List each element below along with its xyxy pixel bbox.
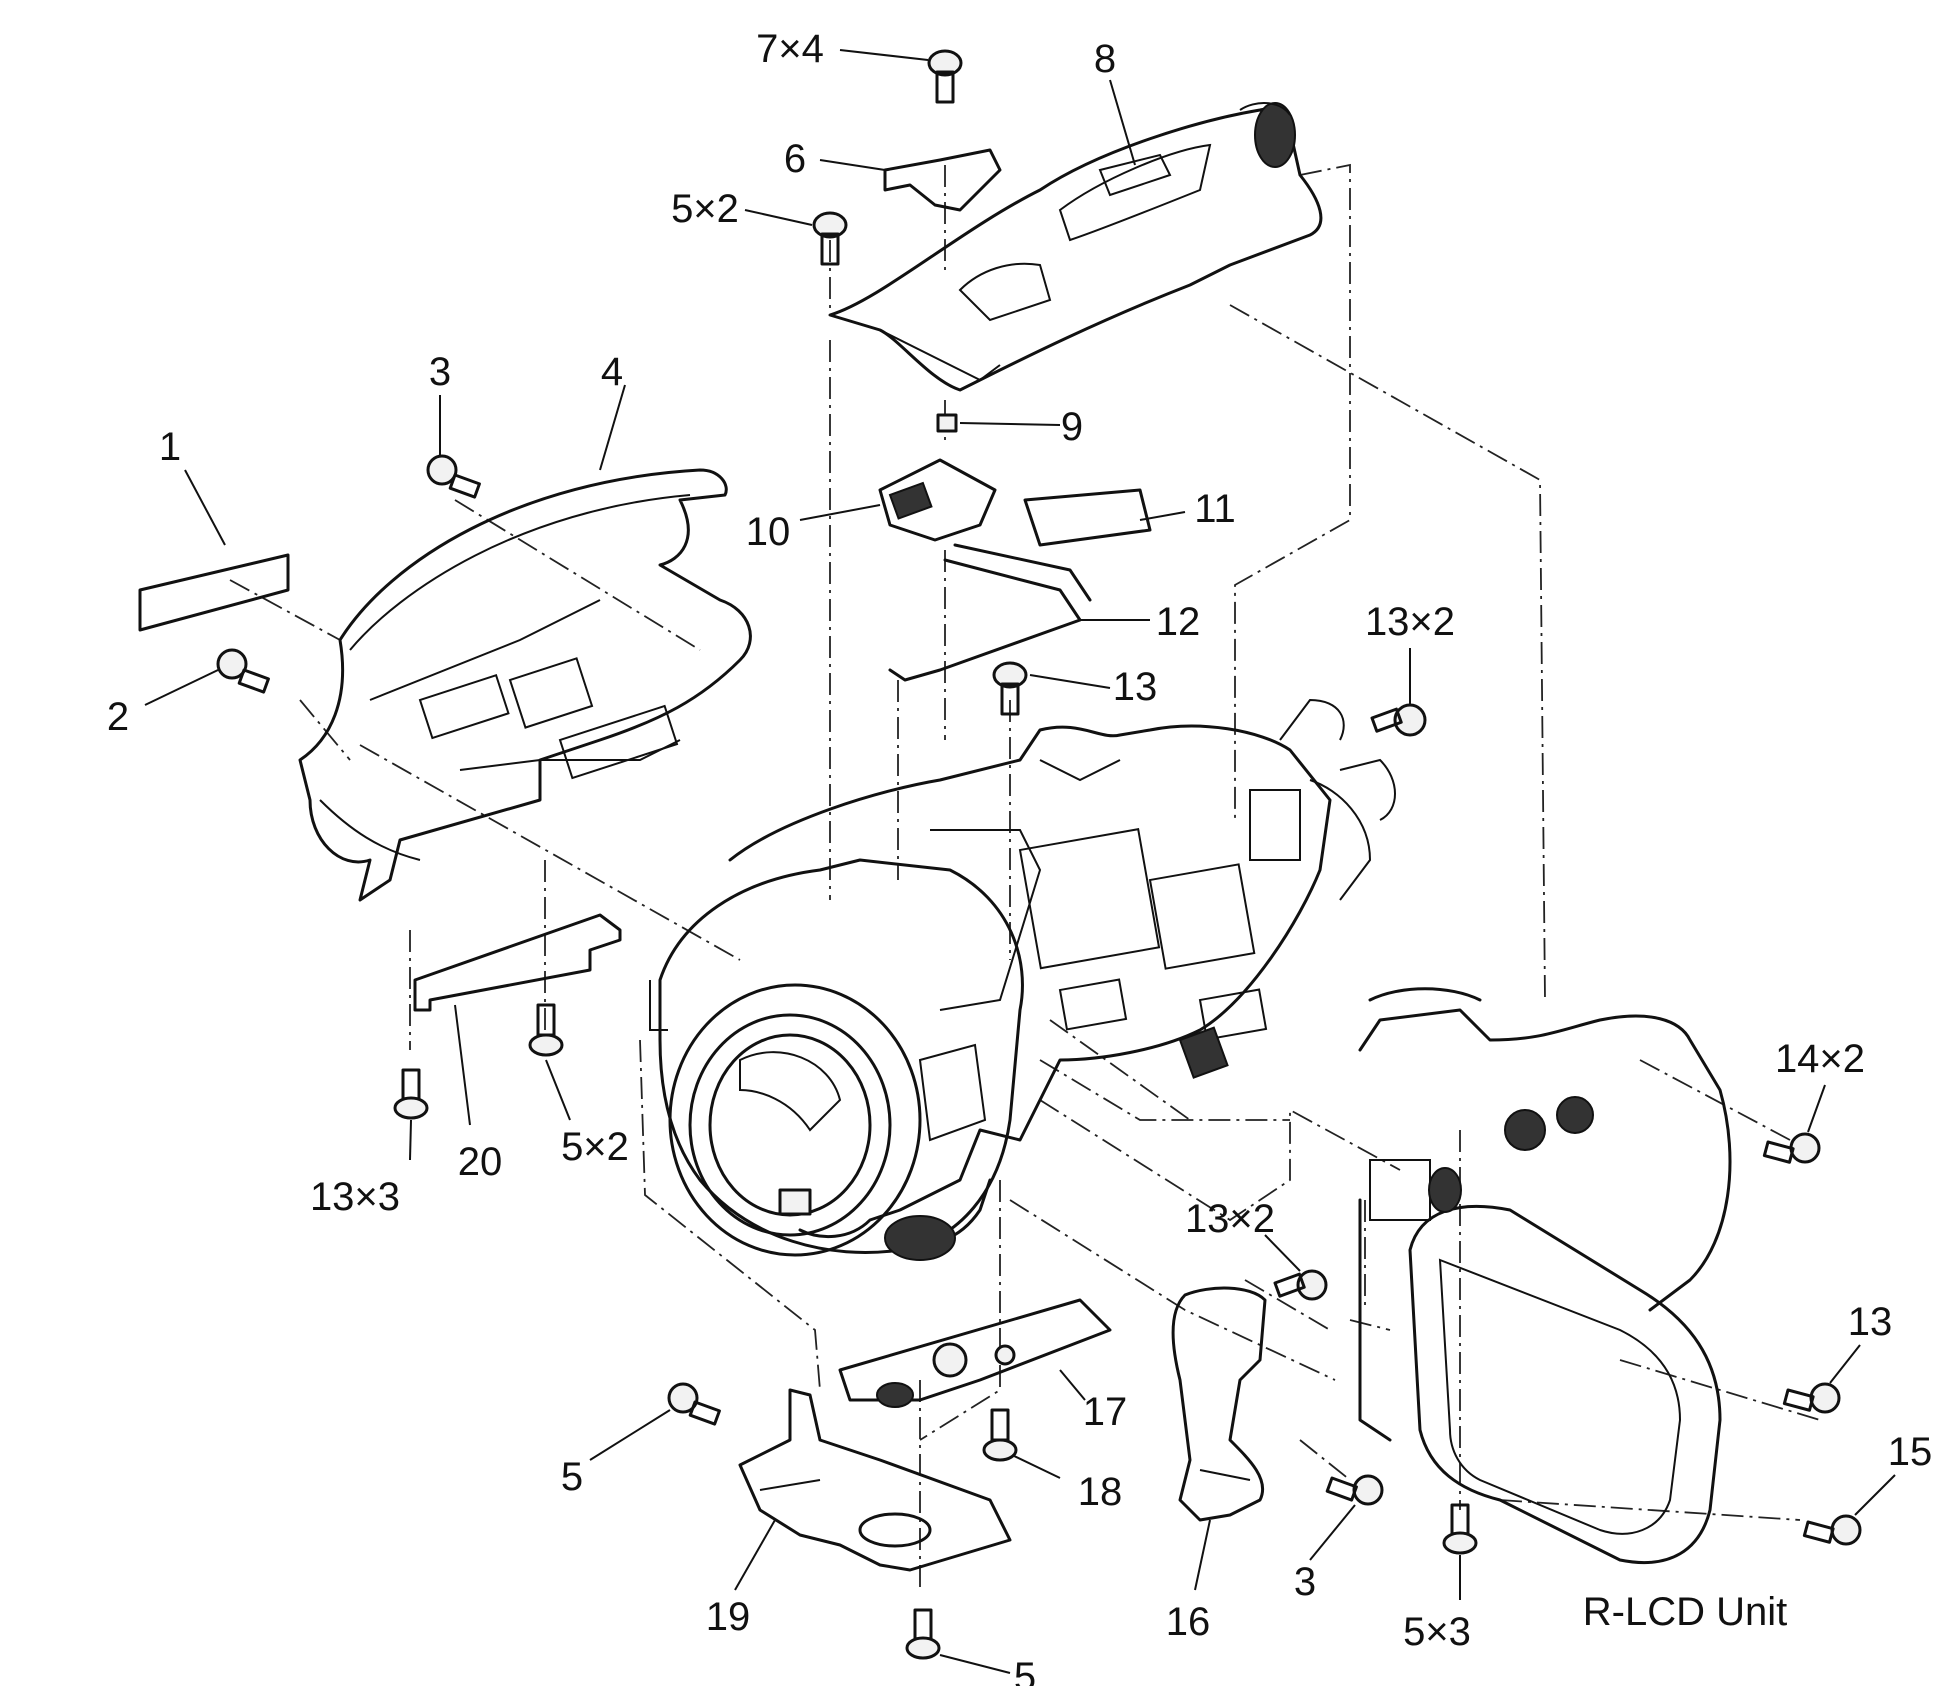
part-15-screw [1802, 1514, 1862, 1546]
label-p7x4: 7×4 [756, 27, 824, 71]
part-3-screw-top [426, 454, 481, 499]
main-chassis [728, 698, 1396, 1239]
label-p13-right: 13 [1848, 1300, 1893, 1344]
label-p3-bottom: 3 [1294, 1560, 1316, 1604]
r-lcd-unit [1358, 987, 1732, 1565]
part-17-board [838, 1298, 1112, 1408]
part-7-screws [927, 49, 963, 104]
part-13-screw-middle [992, 661, 1028, 716]
label-p5x3: 5×3 [1403, 1610, 1471, 1654]
part-number-labels: 1 2 3 4 5×2 6 7×4 8 9 10 11 12 13 13×2 1… [107, 27, 1932, 1686]
label-p20: 20 [458, 1140, 503, 1184]
part-5-screw-left [667, 1382, 721, 1426]
part-5-screws-left [528, 1003, 564, 1057]
label-p4: 4 [601, 350, 623, 394]
label-p14x2: 14×2 [1775, 1037, 1865, 1081]
label-p5-left: 5 [561, 1455, 583, 1499]
label-p15: 15 [1888, 1430, 1933, 1474]
label-r-lcd-unit: R-LCD Unit [1583, 1590, 1787, 1634]
part-12-flex-cable [888, 543, 1092, 682]
label-p13-mid: 13 [1113, 665, 1158, 709]
label-p13x2-lower: 13×2 [1185, 1197, 1275, 1241]
part-20-plate [413, 913, 622, 1012]
assembly-guide-lines [229, 163, 1821, 1590]
part-19-bottom-cover [738, 1388, 1012, 1572]
part-13-screws-right [1370, 703, 1427, 737]
part-4-side-cabinet [298, 468, 752, 902]
label-p5x2-top: 5×2 [671, 187, 739, 231]
leader-lines [144, 49, 1896, 1674]
label-p11: 11 [1194, 487, 1236, 531]
part-6-bracket [883, 148, 1002, 212]
label-p5-bottom: 5 [1014, 1655, 1036, 1686]
part-18-screw [982, 1408, 1018, 1462]
part-9-knob [936, 413, 958, 433]
label-p17: 17 [1083, 1390, 1128, 1434]
part-16-grip-belt [1171, 1286, 1267, 1522]
part-13-screws-left [393, 1068, 429, 1120]
part-11-sheet [1023, 488, 1152, 547]
part-13-screws-lower [1273, 1269, 1328, 1301]
part-3-screw-bottom [1325, 1474, 1384, 1506]
label-p19: 19 [706, 1595, 751, 1639]
part-5-screws-right [1442, 1503, 1478, 1555]
label-p9: 9 [1061, 405, 1083, 449]
label-p2: 2 [107, 695, 129, 739]
label-p13x2-right: 13×2 [1365, 600, 1455, 644]
part-2-screw [216, 648, 270, 694]
part-5-screw-bottom [905, 1608, 941, 1660]
part-1-label-plate [138, 553, 290, 632]
label-p16: 16 [1166, 1600, 1211, 1644]
lens-barrel [649, 858, 1024, 1261]
label-p1: 1 [159, 425, 181, 469]
part-5-screws-top [812, 211, 848, 266]
label-p18: 18 [1078, 1470, 1123, 1514]
label-p10: 10 [746, 510, 791, 554]
part-10-board [878, 458, 997, 542]
label-p3-top: 3 [429, 350, 451, 394]
label-p6: 6 [784, 137, 806, 181]
label-p8: 8 [1094, 37, 1116, 81]
label-p5x2-bottom: 5×2 [561, 1125, 629, 1169]
label-p13x3: 13×3 [310, 1175, 400, 1219]
part-13-screw-right [1782, 1382, 1841, 1414]
label-p12: 12 [1156, 600, 1201, 644]
part-14-screws [1762, 1132, 1821, 1164]
part-8-top-cabinet [828, 102, 1323, 392]
